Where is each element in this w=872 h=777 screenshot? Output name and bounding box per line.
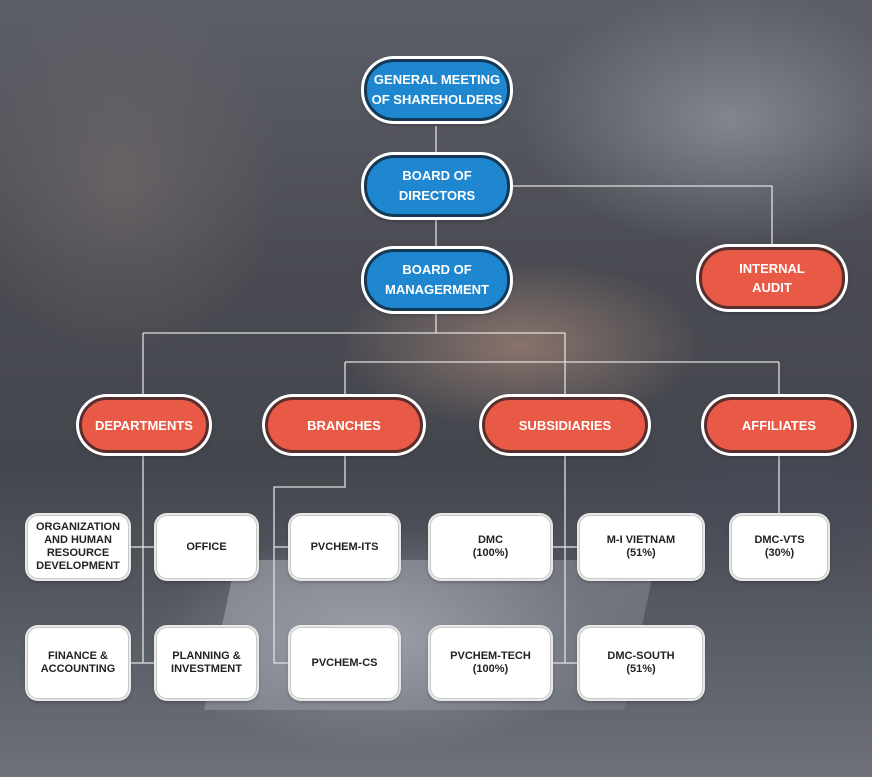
node-label: DEPARTMENTS <box>95 417 193 433</box>
node-board-of-management: BOARD OF MANAGERMENT <box>364 249 510 311</box>
node-dmc: DMC (100%) <box>430 515 551 579</box>
node-label: ORGANIZATION AND HUMAN RESOURCE DEVELOPM… <box>35 521 121 572</box>
node-label: BOARD OF DIRECTORS <box>398 168 476 203</box>
node-organization-hr-development: ORGANIZATION AND HUMAN RESOURCE DEVELOPM… <box>27 515 129 579</box>
node-label: PVCHEM-CS <box>311 656 378 669</box>
node-pvchem-tech: PVCHEM-TECH (100%) <box>430 627 551 699</box>
node-subsidiaries: SUBSIDIARIES <box>482 397 648 453</box>
node-label: M-I VIETNAM (51%) <box>606 534 676 559</box>
node-label: AFFILIATES <box>741 417 817 433</box>
node-label: GENERAL MEETING OF SHAREHOLDERS <box>371 72 503 107</box>
node-board-of-directors: BOARD OF DIRECTORS <box>364 155 510 217</box>
node-affiliates: AFFILIATES <box>704 397 854 453</box>
node-planning-investment: PLANNING & INVESTMENT <box>156 627 257 699</box>
node-pvchem-cs: PVCHEM-CS <box>290 627 399 699</box>
node-label: INTERNAL AUDIT <box>739 261 805 295</box>
connector-branches-down <box>273 456 346 664</box>
node-general-meeting-shareholders: GENERAL MEETING OF SHAREHOLDERS <box>364 59 510 121</box>
node-label: DMC-VTS (30%) <box>754 534 805 559</box>
node-label: BOARD OF MANAGERMENT <box>385 262 489 297</box>
node-office: OFFICE <box>156 515 257 579</box>
node-label: PVCHEM-ITS <box>310 540 379 553</box>
node-label: DMC (100%) <box>472 534 509 559</box>
node-label: DMC-SOUTH (51%) <box>607 650 675 675</box>
node-label: SUBSIDIARIES <box>518 417 612 433</box>
node-label: BRANCHES <box>307 417 381 433</box>
node-label: OFFICE <box>186 540 227 553</box>
node-dmc-south: DMC-SOUTH (51%) <box>579 627 703 699</box>
connector-directors-audit <box>512 185 773 245</box>
node-departments: DEPARTMENTS <box>79 397 209 453</box>
node-mi-vietnam: M-I VIETNAM (51%) <box>579 515 703 579</box>
node-finance-accounting: FINANCE & ACCOUNTING <box>27 627 129 699</box>
node-internal-audit: INTERNAL AUDIT <box>699 247 845 309</box>
node-label: PLANNING & INVESTMENT <box>171 650 242 675</box>
node-pvchem-its: PVCHEM-ITS <box>290 515 399 579</box>
node-label: FINANCE & ACCOUNTING <box>40 650 116 675</box>
node-branches: BRANCHES <box>265 397 423 453</box>
node-label: PVCHEM-TECH (100%) <box>450 650 531 675</box>
node-dmc-vts: DMC-VTS (30%) <box>731 515 828 579</box>
